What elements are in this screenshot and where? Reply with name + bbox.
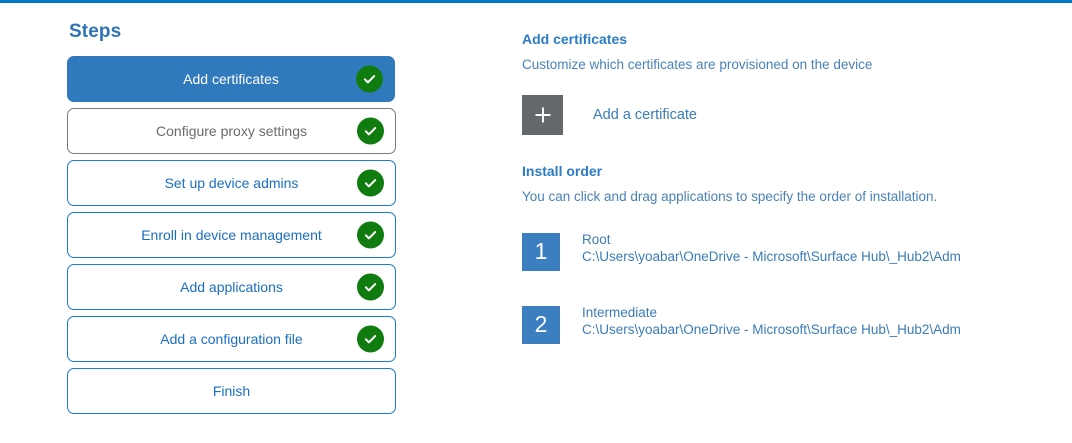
check-circle-icon bbox=[357, 169, 384, 197]
step-button-add-certificates[interactable]: Add certificates bbox=[67, 56, 395, 102]
add-certificate-row[interactable]: Add a certificate bbox=[522, 95, 1042, 136]
install-order-subtitle: You can click and drag applications to s… bbox=[522, 189, 938, 205]
check-circle-icon bbox=[357, 273, 384, 301]
order-number-badge: 1 bbox=[522, 232, 560, 271]
add-certificate-label[interactable]: Add a certificate bbox=[593, 107, 697, 124]
step-button-add-a-configuration-file[interactable]: Add a configuration file bbox=[67, 316, 396, 362]
step-button-add-applications[interactable]: Add applications bbox=[67, 264, 396, 310]
detail-subtitle: Customize which certificates are provisi… bbox=[522, 56, 873, 72]
step-label: Enroll in device management bbox=[141, 227, 322, 243]
install-order-list: 1 Root C:\Users\yoabar\OneDrive - Micros… bbox=[522, 232, 1042, 344]
order-item-name: Root bbox=[582, 231, 611, 247]
check-circle-icon bbox=[357, 325, 384, 353]
order-item-text: Root C:\Users\yoabar\OneDrive - Microsof… bbox=[582, 232, 961, 266]
order-number-badge: 2 bbox=[522, 305, 560, 344]
check-circle-icon bbox=[356, 65, 383, 93]
detail-panel: Add certificates Customize which certifi… bbox=[522, 30, 1042, 378]
check-circle-icon bbox=[357, 117, 384, 145]
steps-panel: Steps Add certificates Configure proxy s… bbox=[67, 21, 397, 420]
step-label: Set up device admins bbox=[164, 175, 299, 191]
top-accent-bar bbox=[0, 0, 1072, 3]
step-label: Add certificates bbox=[183, 71, 279, 87]
plus-icon[interactable] bbox=[522, 95, 563, 136]
steps-heading: Steps bbox=[69, 21, 122, 42]
list-item[interactable]: 1 Root C:\Users\yoabar\OneDrive - Micros… bbox=[522, 232, 1042, 271]
install-order-title: Install order bbox=[522, 163, 603, 180]
step-label: Finish bbox=[212, 383, 251, 399]
step-button-finish[interactable]: Finish bbox=[67, 368, 396, 414]
step-label: Add applications bbox=[180, 279, 283, 295]
step-label: Add a configuration file bbox=[160, 331, 303, 347]
step-button-set-up-device-admins[interactable]: Set up device admins bbox=[67, 160, 396, 206]
page-content: Steps Add certificates Configure proxy s… bbox=[0, 3, 1072, 443]
install-order-block: Install order You can click and drag app… bbox=[522, 162, 1042, 344]
order-item-text: Intermediate C:\Users\yoabar\OneDrive - … bbox=[582, 305, 961, 339]
check-circle-icon bbox=[357, 221, 384, 249]
step-button-enroll-in-device-management[interactable]: Enroll in device management bbox=[67, 212, 396, 258]
order-item-path: C:\Users\yoabar\OneDrive - Microsoft\Sur… bbox=[582, 248, 961, 264]
list-item[interactable]: 2 Intermediate C:\Users\yoabar\OneDrive … bbox=[522, 305, 1042, 344]
step-label: Configure proxy settings bbox=[156, 123, 307, 139]
step-button-configure-proxy-settings[interactable]: Configure proxy settings bbox=[67, 108, 396, 154]
detail-title: Add certificates bbox=[522, 31, 628, 47]
order-item-name: Intermediate bbox=[582, 304, 658, 320]
order-item-path: C:\Users\yoabar\OneDrive - Microsoft\Sur… bbox=[582, 321, 961, 337]
